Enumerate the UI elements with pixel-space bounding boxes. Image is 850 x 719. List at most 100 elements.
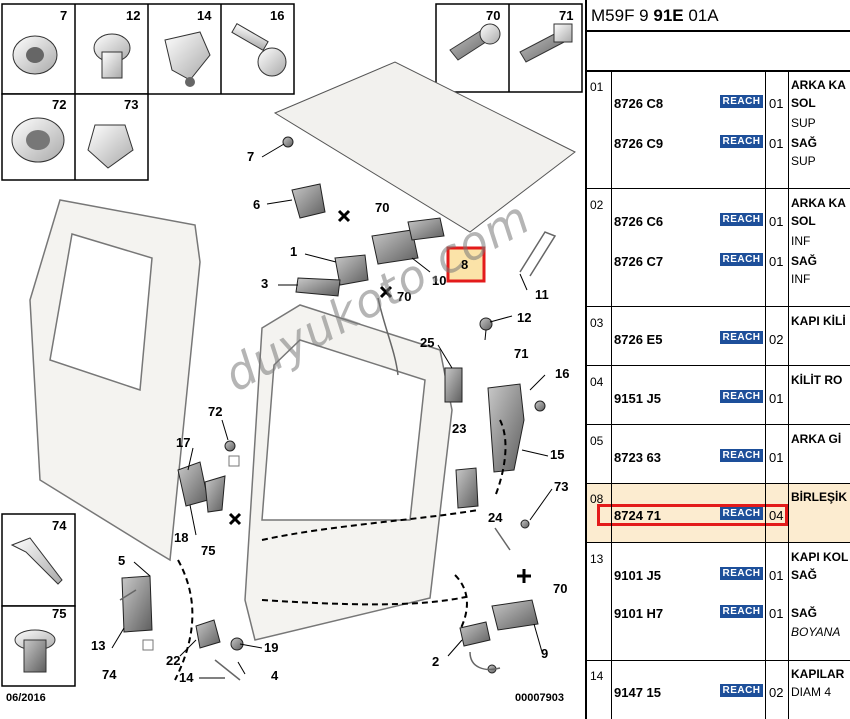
thumb-12-clip: [93, 33, 131, 79]
callout-18: 18: [174, 530, 189, 545]
divider: [587, 483, 850, 484]
part-reference[interactable]: 9151 J5: [614, 391, 661, 406]
thumb-16-pin: [231, 22, 287, 77]
left-rear-door: [29, 199, 201, 562]
part-group-08-selected[interactable]: 08 BİRLEŞİK 8724 71 REACH 04: [587, 484, 850, 542]
reach-badge: REACH: [720, 684, 763, 697]
thumb-70-screw: [449, 23, 501, 61]
part-group-04[interactable]: 04 KİLİT RO 9151 J5 REACH 01: [587, 367, 850, 423]
divider: [587, 30, 850, 32]
reach-badge: REACH: [720, 567, 763, 580]
part-quantity: 01: [769, 568, 784, 583]
part-quantity: 01: [769, 391, 784, 406]
callout-15: 15: [550, 447, 565, 462]
part-reference[interactable]: 8723 63: [614, 450, 661, 465]
divider: [587, 424, 850, 425]
callout-9: 9: [541, 646, 549, 661]
part-group-01[interactable]: 01 ARKA KA 8726 C8 REACH 01 SOL SUP 8726…: [587, 72, 850, 188]
thumb-label-75: 75: [52, 606, 67, 621]
callout-7: 7: [247, 149, 255, 164]
thumb-73-plug: [87, 124, 134, 169]
part-reference[interactable]: 8726 C9: [614, 136, 664, 151]
exploded-parts-diagram: 7 12 14 16 72 73 70 71 74 75 7 6 70 1 3 …: [1, 3, 583, 704]
callout-22: 22: [166, 653, 181, 668]
callout-5: 5: [118, 553, 126, 568]
part-side: SOL: [791, 214, 816, 228]
thumb-72-washer: [11, 117, 65, 163]
divider: [587, 660, 850, 661]
column-separator: [765, 70, 766, 719]
group-title: KAPI KOL: [791, 550, 849, 564]
reach-badge: REACH: [720, 605, 763, 618]
callout-10: 10: [432, 273, 447, 288]
mechanism-parts: [121, 136, 546, 674]
thumb-frames-bottom-left: [1, 513, 76, 687]
callout-17: 17: [176, 435, 191, 450]
callout-71: 71: [514, 346, 529, 361]
rear-shelf-panel: [273, 61, 576, 233]
connector-curves: [174, 419, 507, 681]
callout-70-a: 70: [375, 200, 390, 215]
part-quantity: 01: [769, 136, 784, 151]
part-quantity: 01: [769, 254, 784, 269]
thumb-label-72: 72: [52, 97, 67, 112]
part-group-03[interactable]: 03 KAPI KİLİ 8726 E5 REACH 02: [587, 308, 850, 364]
reach-badge: REACH: [720, 449, 763, 462]
part-group-13[interactable]: 13 KAPI KOL 9101 J5 REACH 01 SAĞ 9101 H7…: [587, 544, 850, 660]
callout-23: 23: [452, 421, 467, 436]
part-reference[interactable]: 8724 71: [614, 508, 661, 523]
callout-25: 25: [420, 335, 435, 350]
callout-4: 4: [271, 668, 279, 683]
group-number: 01: [590, 80, 604, 94]
diagram-code: 00007903: [515, 692, 564, 704]
callout-2: 2: [432, 654, 440, 669]
part-quantity: 01: [769, 96, 784, 111]
reach-badge: REACH: [720, 253, 763, 266]
thumb-label-71: 71: [559, 8, 574, 23]
highlighted-callout-box: [446, 246, 486, 283]
callout-72: 72: [208, 404, 223, 419]
callout-13: 13: [91, 638, 106, 653]
part-position: INF: [791, 234, 811, 248]
callout-74: 74: [102, 667, 117, 682]
part-reference[interactable]: 9101 J5: [614, 568, 661, 583]
thumb-label-12: 12: [126, 8, 141, 23]
reach-badge: REACH: [720, 95, 763, 108]
divider: [587, 70, 850, 72]
part-detail: DIAM 4: [791, 685, 832, 699]
part-side: SAĞ: [791, 568, 818, 582]
part-reference[interactable]: 8726 C7: [614, 254, 664, 269]
callout-6: 6: [253, 197, 261, 212]
callout-70-b: 70: [397, 289, 412, 304]
part-group-05[interactable]: 05 ARKA Gİ 8723 63 REACH 01: [587, 426, 850, 482]
group-number: 05: [590, 434, 604, 448]
group-title: KİLİT RO: [791, 373, 843, 387]
part-side: SAĞ: [791, 136, 818, 150]
connector-squares: [142, 455, 240, 651]
group-number: 08: [590, 492, 604, 506]
part-reference[interactable]: 9147 15: [614, 685, 661, 700]
part-group-02[interactable]: 02 ARKA KA 8726 C6 REACH 01 SOL INF 8726…: [587, 190, 850, 306]
part-position: SUP: [791, 154, 816, 168]
thumb-label-74: 74: [52, 518, 67, 533]
group-title: ARKA Gİ: [791, 432, 842, 446]
selected-row-outline: [597, 504, 788, 526]
part-group-14[interactable]: 14 KAPILAR 9147 15 REACH 02 DIAM 4: [587, 661, 850, 719]
part-quantity: 02: [769, 685, 784, 700]
part-reference[interactable]: 8726 E5: [614, 332, 663, 347]
thumb-74-rivet: [10, 537, 63, 585]
callout-19: 19: [264, 640, 279, 655]
callout-8: 8: [461, 257, 469, 272]
thumb-7-nut: [12, 35, 58, 75]
callout-12: 12: [517, 310, 532, 325]
model-reference: M59F 9 91E 01A: [591, 6, 719, 25]
part-side: SAĞ: [791, 254, 818, 268]
diagram-drawing: [1, 3, 583, 687]
thumb-14-bracket: [164, 31, 211, 87]
part-reference[interactable]: 8726 C8: [614, 96, 664, 111]
part-position: SUP: [791, 116, 816, 130]
divider: [587, 188, 850, 189]
part-reference[interactable]: 8726 C6: [614, 214, 664, 229]
group-title: KAPI KİLİ: [791, 314, 846, 328]
part-reference[interactable]: 9101 H7: [614, 606, 664, 621]
